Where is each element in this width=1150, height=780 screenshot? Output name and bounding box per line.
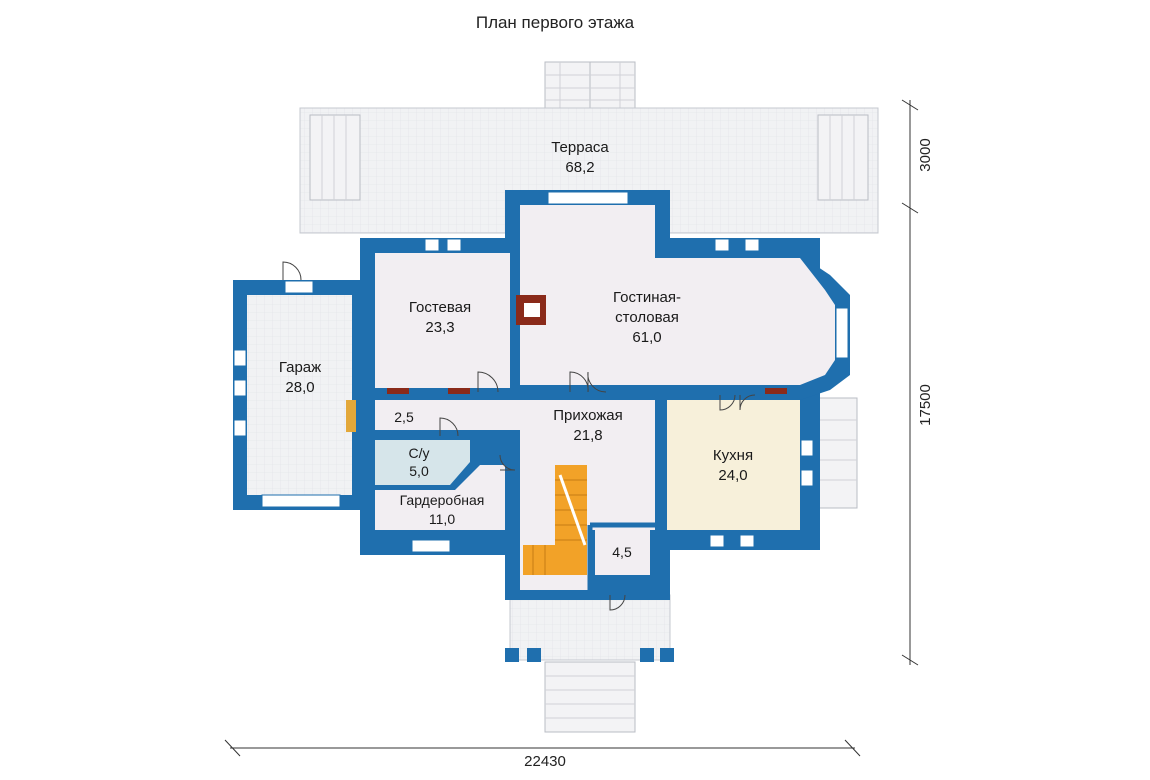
living-floor <box>520 205 835 385</box>
kitchen-floor <box>667 400 800 530</box>
dimension-house-depth: 17500 <box>917 384 934 426</box>
guest-floor <box>375 253 510 388</box>
dimension-width: 22430 <box>524 753 566 770</box>
hall-name: Прихожая <box>553 407 623 424</box>
living-name: Гостиная- <box>613 289 681 306</box>
doors <box>282 261 756 611</box>
bath-area: 5,0 <box>409 463 429 479</box>
terrace-steps-right <box>817 114 869 201</box>
terrace-area: 68,2 <box>565 159 594 176</box>
bath-floor <box>375 440 470 485</box>
garage-area: 28,0 <box>285 379 314 396</box>
interior-walls <box>372 250 800 595</box>
entrance-porch <box>505 594 674 733</box>
guest-name: Гостевая <box>409 299 471 316</box>
dimension-terrace-depth: 3000 <box>917 138 934 171</box>
wardrobe-name: Гардеробная <box>400 492 485 508</box>
garage-door-post <box>346 400 356 432</box>
fireplace <box>516 295 546 325</box>
kitchen-name: Кухня <box>713 447 753 464</box>
terrace-name: Терраса <box>551 139 609 156</box>
small-room-1-floor <box>375 408 430 430</box>
wardrobe-floor <box>375 465 505 530</box>
living-area: 61,0 <box>632 329 661 346</box>
garage-name: Гараж <box>279 359 321 376</box>
dimension-lines <box>224 99 919 757</box>
hall-floor-2 <box>520 430 655 530</box>
terrace-steps-top <box>544 61 636 113</box>
radiators <box>387 388 787 394</box>
hall-area: 21,8 <box>573 427 602 444</box>
bath-name: С/у <box>409 445 430 461</box>
small-room-2-area: 4,5 <box>612 544 632 560</box>
guest-area: 23,3 <box>425 319 454 336</box>
living-name-2: столовая <box>615 309 679 326</box>
small-room-1-area: 2,5 <box>394 409 414 425</box>
garage-floor <box>247 295 352 495</box>
plan-title: План первого этажа <box>476 13 635 32</box>
small-room-2-floor <box>595 525 650 575</box>
terrace-steps-left <box>309 114 361 201</box>
staircase <box>523 465 587 575</box>
wardrobe-area: 11,0 <box>429 511 455 527</box>
kitchen-area: 24,0 <box>718 467 747 484</box>
windows <box>233 191 849 553</box>
